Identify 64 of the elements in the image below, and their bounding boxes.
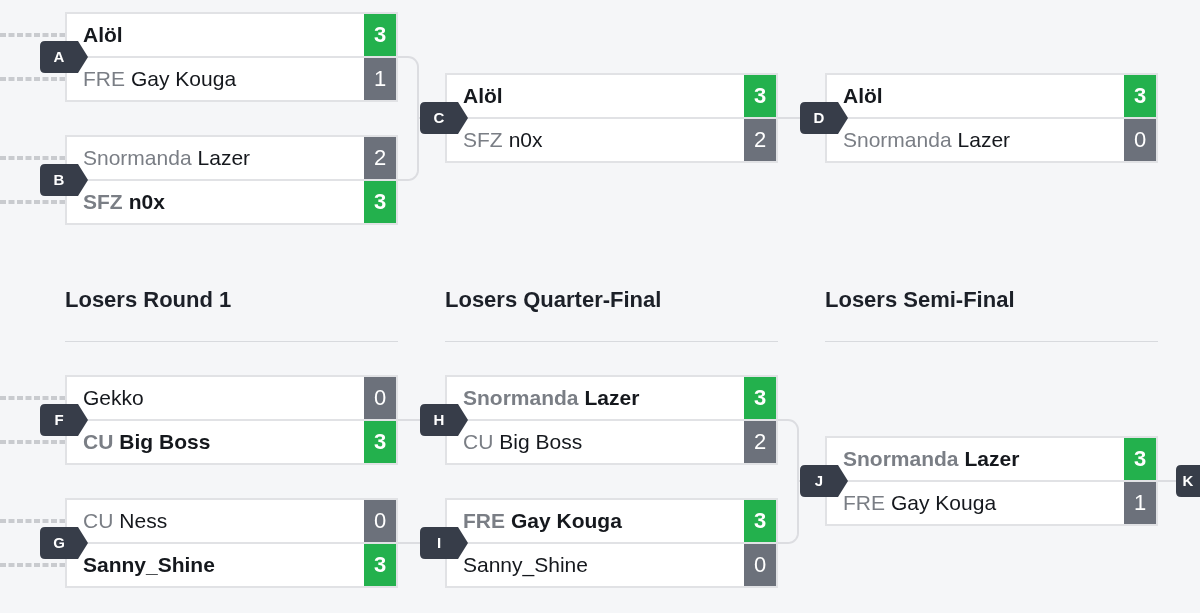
score: 3 (1124, 75, 1156, 117)
player-name: Ness (119, 508, 168, 534)
match-tag: K (1176, 465, 1200, 497)
section-heading: Losers Quarter-Final (445, 286, 662, 314)
player-name: Lazer (964, 446, 1020, 472)
connector-line (777, 480, 801, 544)
player-name: Lazer (584, 385, 640, 411)
score: 3 (364, 421, 396, 463)
connector-line (397, 117, 421, 181)
match-tag: C (420, 102, 468, 134)
score: 0 (1124, 119, 1156, 161)
score: 3 (744, 75, 776, 117)
player-name: Big Boss (119, 429, 211, 455)
dotted-connector (0, 563, 67, 567)
match-tag: B (40, 164, 88, 196)
section-heading: Losers Semi-Final (825, 286, 1015, 314)
connector-line (397, 56, 421, 119)
dotted-connector (0, 156, 67, 160)
player-name: n0x (508, 127, 543, 153)
score: 3 (364, 181, 396, 223)
player-name: Big Boss (499, 429, 583, 455)
score: 3 (744, 500, 776, 542)
score: 3 (364, 544, 396, 586)
match-card (40, 498, 398, 588)
player-name: Gay Kouga (131, 66, 237, 92)
match-card (800, 436, 1158, 526)
connector-line (777, 419, 801, 482)
score: 2 (364, 137, 396, 179)
score: 0 (364, 377, 396, 419)
score: 1 (1124, 482, 1156, 524)
dotted-connector (0, 33, 67, 37)
score: 2 (744, 421, 776, 463)
score: 3 (1124, 438, 1156, 480)
player-name: Lazer (197, 145, 251, 171)
dotted-connector (0, 440, 67, 444)
match-tag: G (40, 527, 88, 559)
dotted-connector (0, 200, 67, 204)
score: 3 (744, 377, 776, 419)
dotted-connector (0, 519, 67, 523)
score: 3 (364, 14, 396, 56)
match-card (40, 12, 398, 102)
match-card (800, 73, 1158, 163)
player-name: Gay Kouga (511, 508, 622, 534)
match-tag: I (420, 527, 468, 559)
match-card (420, 375, 778, 465)
match-tag: D (800, 102, 848, 134)
dotted-connector (0, 77, 67, 81)
score: 0 (364, 500, 396, 542)
section-heading: Losers Round 1 (65, 286, 232, 314)
player-name: Gay Kouga (891, 490, 997, 516)
match-tag: H (420, 404, 468, 436)
match-card (420, 498, 778, 588)
match-card (40, 375, 398, 465)
player-name: Lazer (957, 127, 1011, 153)
score: 1 (364, 58, 396, 100)
match-tag: F (40, 404, 88, 436)
dotted-connector (0, 396, 67, 400)
match-card (40, 135, 398, 225)
match-tag: J (800, 465, 848, 497)
score: 2 (744, 119, 776, 161)
match-tag: A (40, 41, 88, 73)
player-name: n0x (128, 189, 165, 215)
match-card (420, 73, 778, 163)
score: 0 (744, 544, 776, 586)
